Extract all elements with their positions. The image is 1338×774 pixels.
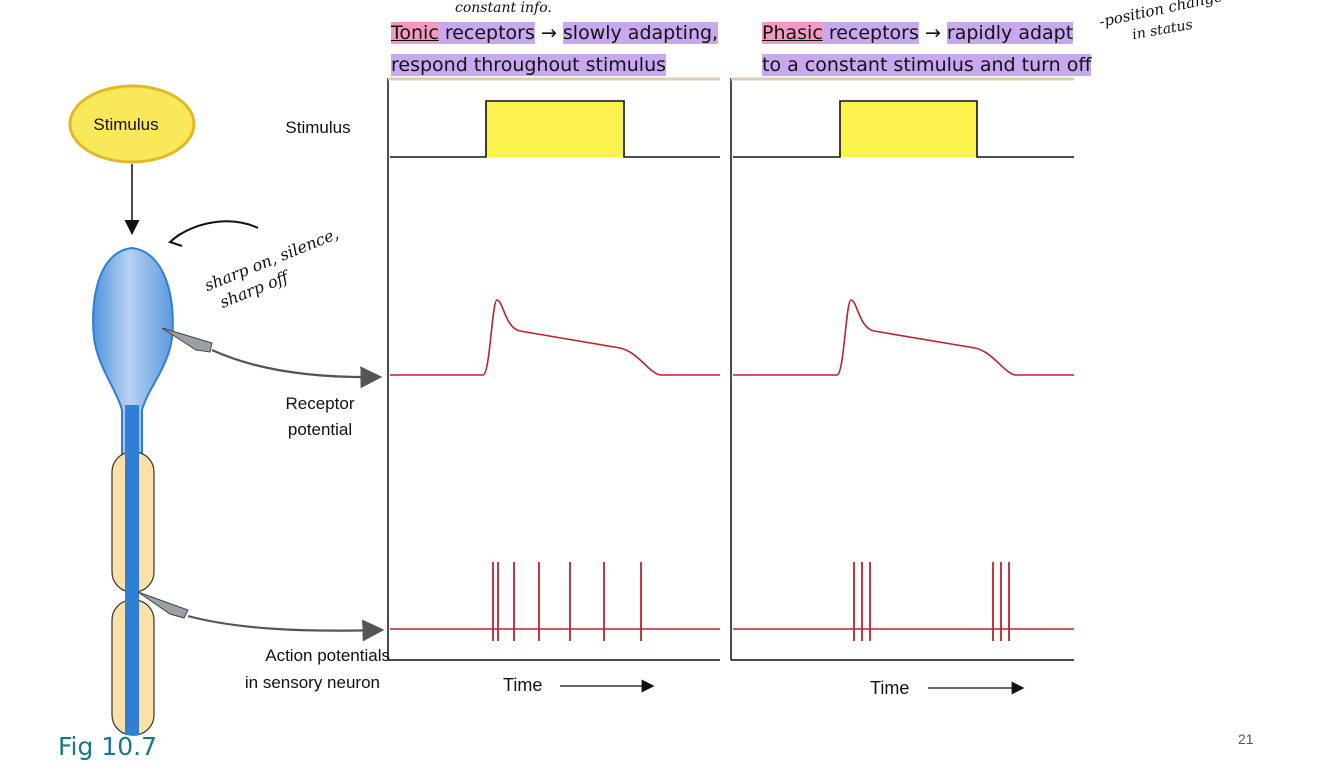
axon (125, 405, 139, 735)
handwritten-squiggle-arrow (171, 220, 259, 241)
phasic-spikes (853, 562, 1010, 641)
tonic-arrow: → (540, 22, 557, 44)
tonic-desc-2: respond throughout stimulus (391, 54, 667, 76)
phasic-desc-1: rapidly adapt (946, 22, 1074, 44)
phasic-term: Phasic (762, 22, 823, 44)
phasic-header-line-2: to a constant stimulus and turn off (762, 52, 1092, 78)
phasic-arrow: → (924, 22, 941, 44)
handwritten-top-note: constant info. (455, 0, 552, 16)
time-label-left: Time (503, 675, 543, 695)
tonic-term: Tonic (391, 22, 439, 44)
phasic-receptors-text: receptors (822, 22, 919, 44)
phasic-panel (730, 77, 1074, 695)
phasic-stimulus-trace (733, 100, 1074, 158)
receptor-potential-label-2: potential (287, 420, 353, 439)
tonic-receptors-text: receptors (438, 22, 535, 44)
tonic-stimulus-trace (390, 100, 720, 158)
figure-caption: Fig 10.7 (58, 732, 157, 761)
tonic-header-line-2: respond throughout stimulus (391, 52, 667, 78)
phasic-receptor-potential-trace (733, 299, 1074, 376)
stimulus-row-label: Stimulus (285, 118, 351, 137)
phasic-desc-2: to a constant stimulus and turn off (762, 54, 1092, 76)
tonic-header-line-1: Tonic receptors → slowly adapting, (391, 20, 719, 46)
tonic-desc-1: slowly adapting, (562, 22, 719, 44)
receptor-electrode (161, 327, 213, 353)
stimulus-bubble-label: Stimulus (93, 115, 158, 134)
tonic-receptor-potential-trace (390, 299, 720, 376)
receptor-potential-label-1: Receptor (285, 394, 355, 413)
phasic-header-line-1: Phasic receptors → rapidly adapt (762, 20, 1074, 46)
tonic-spikes (492, 562, 642, 641)
action-potentials-label-2: in sensory neuron (244, 673, 380, 692)
tonic-panel (387, 77, 720, 693)
stimulus-bubble (68, 84, 196, 164)
phasic-stimulus-block (840, 101, 977, 157)
action-potentials-label-1: Action potentials (265, 646, 390, 665)
receptor-potential-arrow (211, 348, 383, 389)
action-potential-arrow (187, 614, 385, 642)
handwritten-squiggle-arrowhead (167, 233, 183, 247)
axon-electrode (137, 591, 189, 619)
tonic-stimulus-block (486, 101, 624, 157)
time-label-right: Time (870, 678, 910, 698)
page-number: 21 (1238, 731, 1254, 747)
